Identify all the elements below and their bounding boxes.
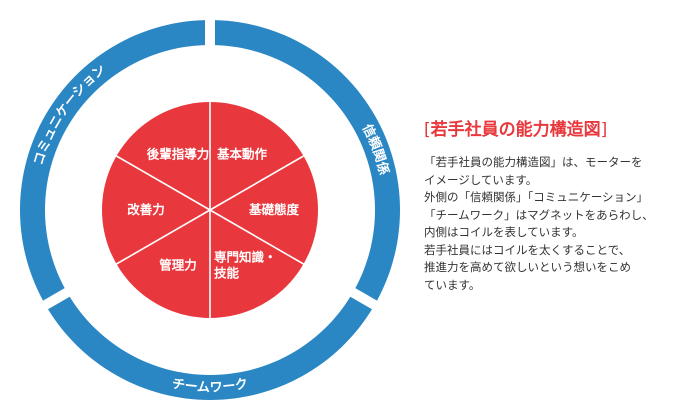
body-line: 外側の「信頼関係」「コミュニケーション」 [424, 190, 649, 204]
segment-divider [116, 209, 211, 265]
segment-label: 基礎態度 [248, 202, 300, 217]
title-bracket-open: [ [424, 120, 431, 140]
body-line: 「チームワーク」はマグネットをあらわし、 [424, 207, 654, 222]
ring-segment-teamwork [48, 296, 372, 401]
panel-title: [若手社員の能力構造図] [424, 118, 674, 142]
title-bracket-close: ] [600, 120, 608, 140]
body-line: イメージしています。 [424, 172, 538, 187]
motor-structure-diagram: 信頼関係 コミュニケーション チームワーク 基本動作基礎態度専門知識・技能管理力… [19, 20, 401, 401]
segment-label: 基本動作 [216, 147, 268, 162]
ring-segment-communication [19, 20, 206, 301]
segment-divider [116, 155, 211, 211]
segment-divider [209, 155, 304, 211]
title-text: 若手社員の能力構造図 [430, 120, 601, 140]
ring-label-teamwork: チームワーク [171, 377, 250, 396]
body-line: 「若手社員の能力構造図」は、モーターを [424, 155, 643, 169]
segment-divider [209, 209, 304, 265]
segment-dividers [116, 102, 304, 318]
description-panel: [若手社員の能力構造図] 「若手社員の能力構造図」は、モーターを イメージしてい… [424, 118, 674, 294]
segment-label: 改善力 [127, 202, 165, 217]
panel-body: 「若手社員の能力構造図」は、モーターを イメージしています。 外側の「信頼関係」… [424, 154, 674, 294]
svg-text:チームワーク: チームワーク [171, 377, 250, 396]
outer-ring [19, 20, 401, 401]
body-line: 若手社員にはコイルを太くすることで、 [424, 242, 631, 257]
ring-segment-trust [214, 20, 401, 301]
segment-label: 専門知識・技能 [214, 249, 277, 280]
segment-label: 管理力 [159, 257, 197, 272]
body-line: ています。 [424, 277, 481, 292]
segment-label: 後輩指導力 [147, 147, 210, 162]
body-line: 推進力を高めて欲しいという想いをこめ [424, 260, 631, 274]
body-line: 内側はコイルを表しています。 [424, 225, 584, 239]
